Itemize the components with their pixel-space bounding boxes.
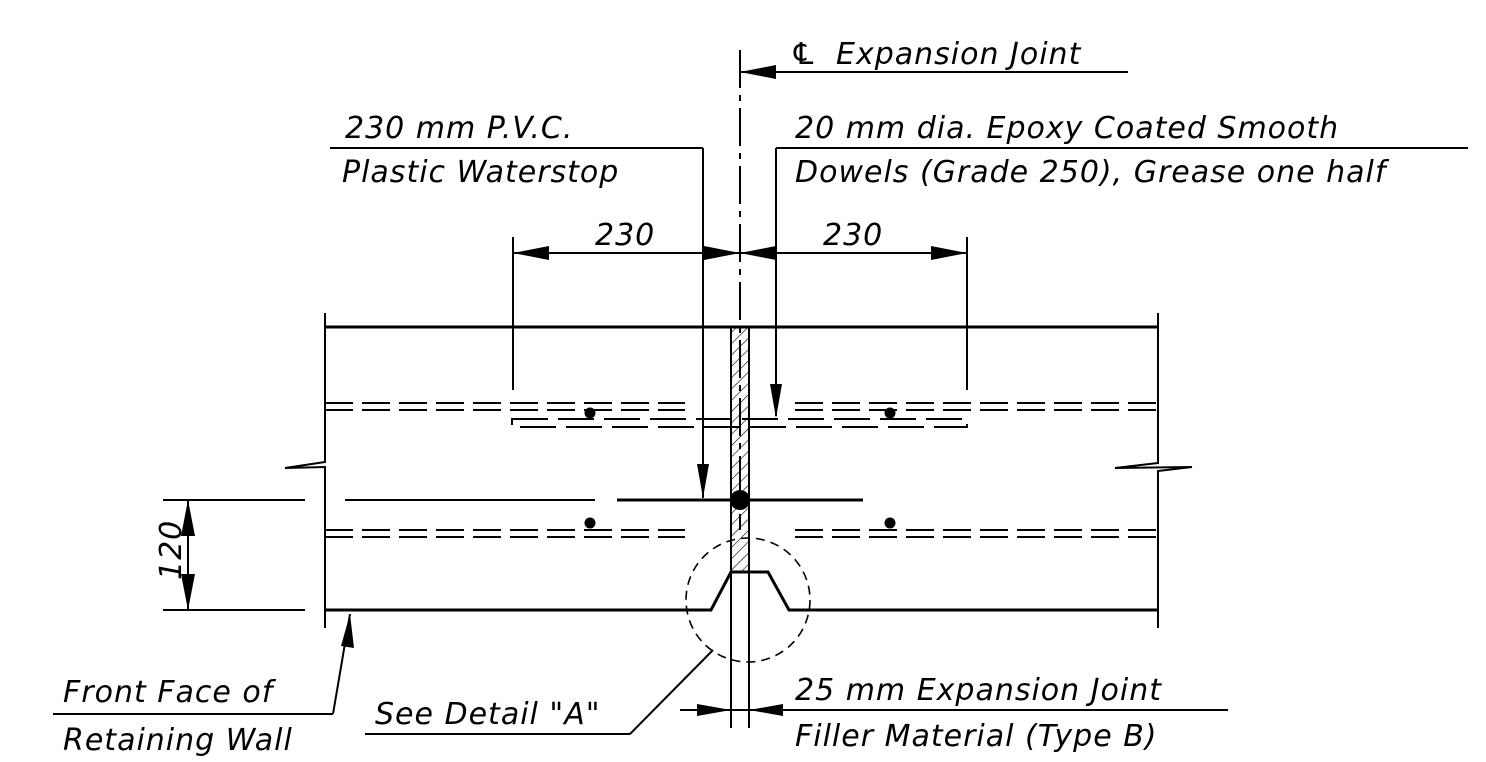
upper-bar-section-left	[584, 407, 596, 419]
filler-label-line1: 25 mm Expansion Joint	[795, 673, 1162, 708]
wall-bottom-edge-left	[325, 570, 1158, 612]
upper-reinforcement	[325, 402, 1158, 428]
front-face-label-line1: Front Face of	[63, 675, 277, 710]
dowel-bar	[511, 418, 968, 428]
pvc-waterstop	[617, 490, 863, 510]
dimension-right-label: 230	[823, 218, 883, 253]
centerline-leader	[740, 65, 1128, 79]
centerline-symbol: ℄	[790, 37, 818, 72]
dimension-left-label: 230	[595, 218, 655, 253]
dowel-label-line1: 20 mm dia. Epoxy Coated Smooth	[795, 111, 1339, 146]
front-face-label-line2: Retaining Wall	[63, 723, 293, 758]
waterstop-label-line2: Plastic Waterstop	[342, 155, 619, 190]
upper-bar-section-right	[884, 407, 896, 419]
detail-a-circle	[685, 537, 811, 663]
centerline-label: Expansion Joint	[836, 37, 1082, 72]
lower-bar-section-left	[584, 517, 596, 529]
lower-reinforcement	[325, 499, 1158, 538]
see-detail-leader	[365, 649, 714, 735]
right-break-line	[1114, 313, 1193, 628]
left-break-line	[284, 313, 326, 628]
dimension-120	[163, 499, 305, 611]
front-face-leader	[53, 613, 354, 715]
dowel-label-line2: Dowels (Grade 250), Grease one half	[795, 155, 1390, 190]
dimension-vertical-label: 120	[154, 520, 189, 580]
dowel-leader	[770, 147, 1468, 418]
see-detail-label: See Detail "A"	[375, 697, 601, 732]
waterstop-label-line1: 230 mm P.V.C.	[345, 111, 573, 146]
lower-bar-section-right	[884, 517, 896, 529]
filler-label-line2: Filler Material (Type B)	[795, 719, 1158, 754]
waterstop-leader	[330, 147, 709, 498]
filler-leader	[680, 704, 1228, 716]
dimension-230	[512, 237, 968, 390]
